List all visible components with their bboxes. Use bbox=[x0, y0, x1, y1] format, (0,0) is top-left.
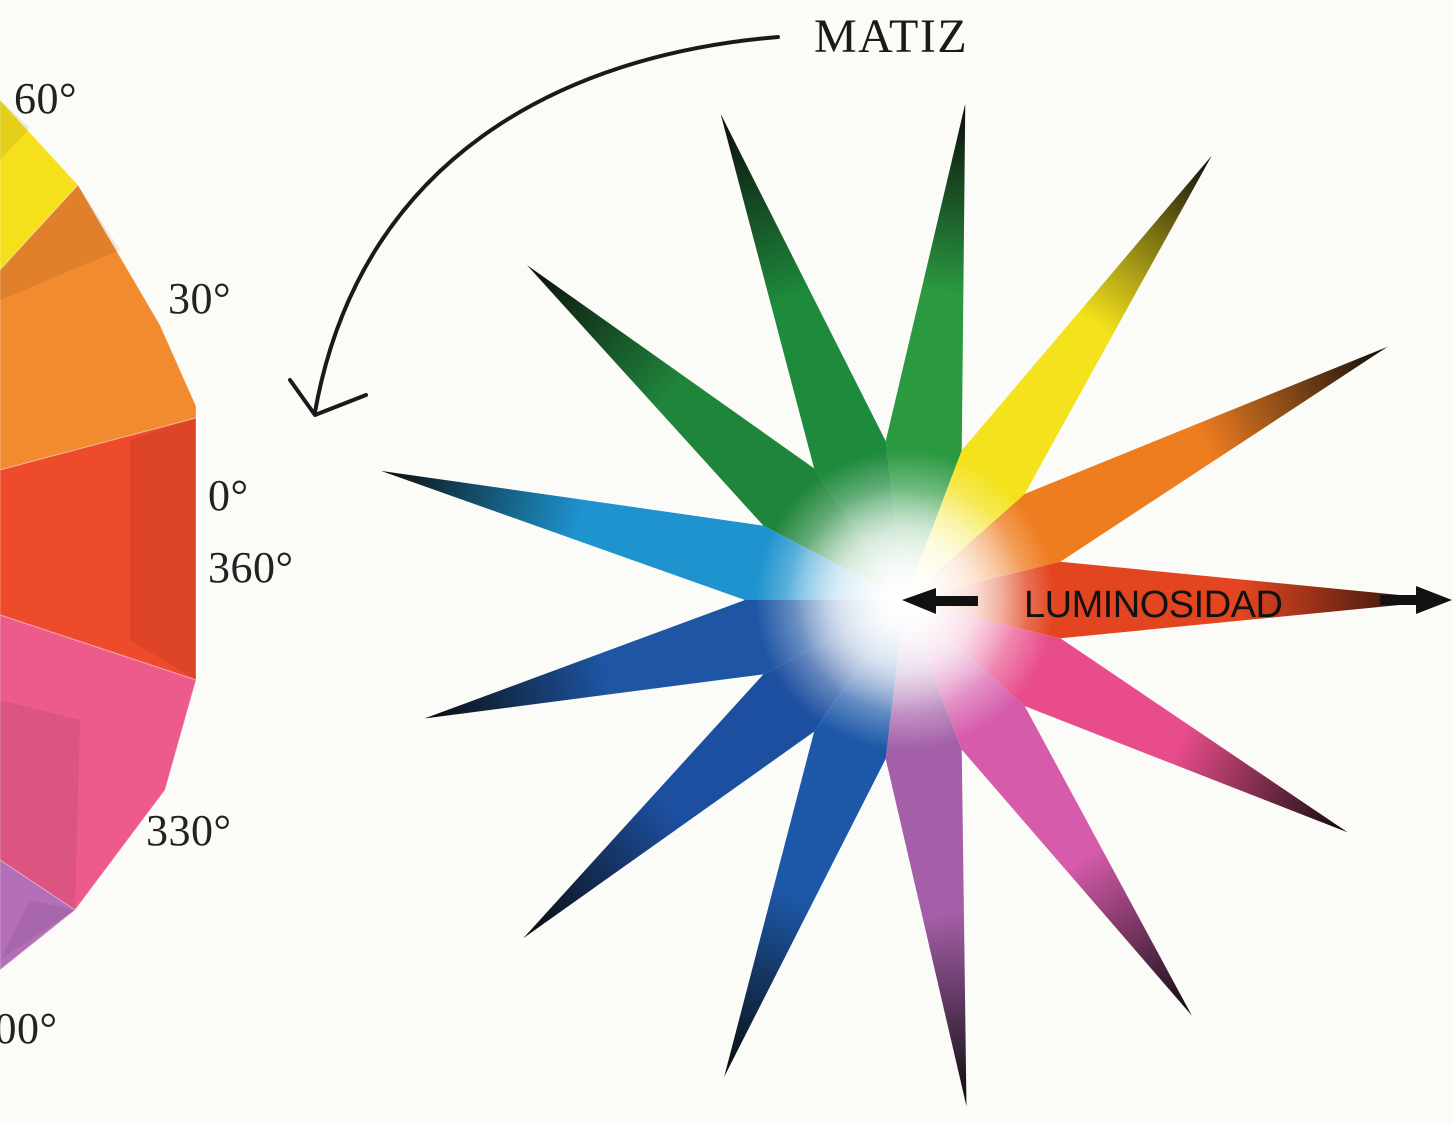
lightness-arrow-left bbox=[902, 588, 978, 614]
hexcone-shade bbox=[0, 185, 120, 300]
color-star bbox=[380, 103, 1450, 1107]
lightness-axis: LUMINOSIDAD bbox=[902, 584, 1452, 626]
hue-arrow-head bbox=[288, 378, 368, 417]
degree-labels: 60° 30° 0° 360° 330° 300° bbox=[0, 74, 294, 1053]
hexcone-shade bbox=[0, 700, 80, 910]
angle-label-300: 300° bbox=[0, 1004, 58, 1053]
hexcone-shade bbox=[0, 900, 75, 960]
hue-label: MATIZ bbox=[814, 10, 968, 63]
angle-label-360: 360° bbox=[208, 543, 294, 592]
lightness-label: LUMINOSIDAD bbox=[1024, 584, 1282, 626]
angle-label-30: 30° bbox=[168, 274, 231, 323]
angle-label-60: 60° bbox=[14, 74, 77, 123]
angle-label-330: 330° bbox=[146, 806, 232, 855]
hue-hexcone bbox=[0, 99, 197, 971]
lightness-arrow-right bbox=[1380, 586, 1452, 614]
hexcone-face bbox=[0, 614, 197, 911]
hexcone-shade bbox=[130, 418, 196, 680]
hexcone-shade bbox=[0, 100, 30, 160]
angle-label-0: 0° bbox=[208, 471, 249, 520]
hue-direction-arrow bbox=[288, 35, 780, 417]
hexcone-face bbox=[0, 859, 76, 971]
hue-arrow-curve bbox=[313, 35, 780, 414]
